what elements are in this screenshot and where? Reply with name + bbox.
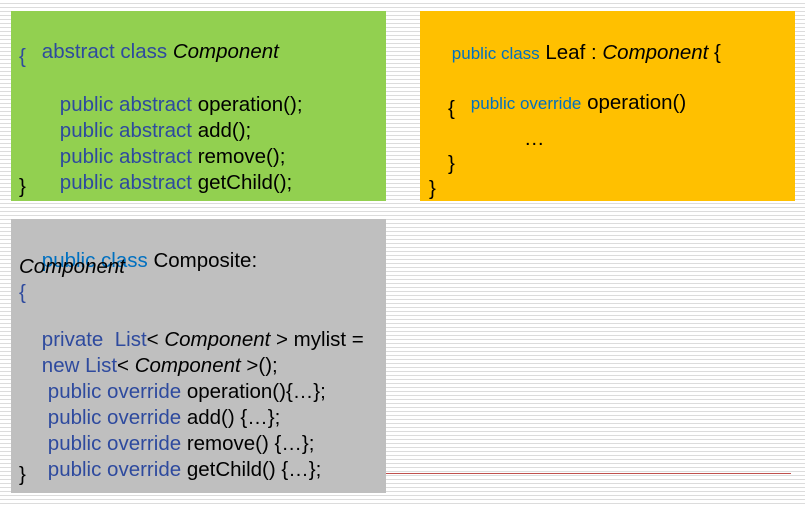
code-line: public override add() {…};	[25, 387, 280, 449]
code-line: }	[19, 175, 26, 198]
symbol: <	[146, 327, 159, 351]
keyword: public override	[47, 457, 182, 481]
type-name: Component	[134, 353, 241, 377]
class-name: Composite:	[153, 248, 258, 272]
keyword: public override	[470, 93, 582, 113]
code-line: private List< Component > mylist =	[19, 309, 364, 371]
leaf-class-box: public class Leaf : Component { public o…	[420, 11, 795, 201]
keyword: new	[41, 353, 80, 377]
code-line: {	[19, 45, 26, 68]
code-line: }	[448, 152, 455, 175]
method: operation()	[587, 90, 687, 114]
composite-class-box: public class Composite: Component { priv…	[11, 219, 386, 493]
method: operation();	[197, 92, 303, 116]
class-name: Leaf :	[545, 40, 597, 64]
code-line: public override remove() {…};	[25, 413, 315, 475]
type-name: Component	[164, 327, 271, 351]
code-line: Component	[19, 255, 125, 278]
code-text: >();	[246, 353, 278, 377]
keyword: private	[41, 327, 104, 351]
method: operation(){…};	[186, 379, 326, 403]
code-line: public override getChild() {…};	[25, 439, 321, 501]
code-line: public class Composite:	[19, 230, 257, 292]
code-text: > mylist =	[276, 327, 364, 351]
code-line: public override operation(){…};	[25, 361, 326, 423]
code-line: public override operation()	[448, 72, 686, 134]
code-line: {	[19, 281, 26, 304]
type-name: Component	[602, 40, 709, 64]
keyword: public class	[451, 43, 540, 63]
code-line: …	[524, 127, 545, 150]
keyword: abstract class	[41, 39, 168, 63]
method: getChild() {…};	[186, 457, 322, 481]
method: remove() {…};	[186, 431, 315, 455]
method: add();	[197, 118, 252, 142]
component-class-box: abstract class Component { public abstra…	[11, 11, 386, 201]
code-line: public class Leaf : Component {	[429, 22, 721, 84]
code-line: public abstract getChild();	[37, 152, 292, 214]
keyword: public abstract	[59, 144, 192, 168]
keyword: public abstract	[59, 92, 192, 116]
code-line: {	[448, 97, 455, 120]
code-line: }	[19, 463, 26, 486]
method: add() {…};	[186, 405, 281, 429]
keyword: public override	[47, 379, 182, 403]
method: getChild();	[197, 170, 293, 194]
keyword: public override	[47, 431, 182, 455]
keyword: List	[114, 327, 147, 351]
class-name: Component	[172, 39, 279, 63]
code-line: public abstract operation();	[37, 74, 303, 136]
code-line: public abstract add();	[37, 100, 251, 162]
symbol: <	[117, 353, 129, 377]
red-rule	[386, 473, 791, 474]
brace: {	[708, 40, 721, 64]
code-line: }	[429, 177, 436, 200]
method: remove();	[197, 144, 286, 168]
code-line: new List< Component >();	[19, 335, 278, 397]
keyword: public abstract	[59, 118, 192, 142]
code-line: abstract class Component	[19, 21, 279, 83]
keyword: public abstract	[59, 170, 192, 194]
code-line: public abstract remove();	[37, 126, 286, 188]
keyword: public override	[47, 405, 182, 429]
keyword: public class	[41, 248, 148, 272]
keyword: List	[85, 353, 118, 377]
